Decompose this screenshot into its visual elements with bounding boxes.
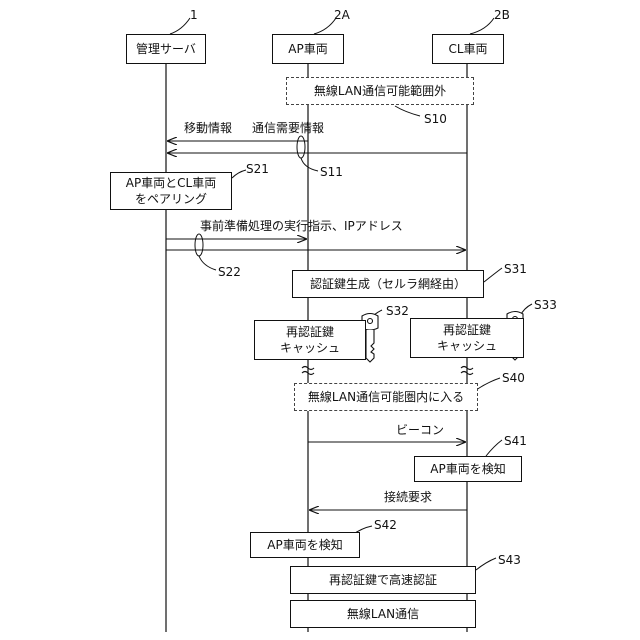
s43-step-id: S43: [498, 553, 521, 567]
ref-leader-1: [170, 18, 190, 34]
s21-step-id: S21: [246, 162, 269, 176]
s33-line2: キャッシュ: [437, 338, 497, 354]
cl-entity-box: CL車両: [432, 34, 504, 64]
s42-detect-box: AP車両を検知: [250, 532, 360, 558]
demand-info-label: 通信需要情報: [252, 121, 324, 135]
s41-text: AP車両を検知: [430, 461, 505, 477]
s31-key-generation-box: 認証鍵生成（セルラ網経由）: [292, 270, 484, 298]
s32-line1: 再認証鍵: [286, 324, 334, 340]
server-entity-label: 管理サーバ: [136, 41, 196, 57]
s21-line2: をペアリング: [135, 191, 207, 207]
ap-entity-label: AP車両: [288, 41, 327, 57]
s41-leader: [486, 440, 502, 456]
server-entity-box: 管理サーバ: [126, 34, 206, 64]
s10-out-of-range-box: 無線LAN通信可能範囲外: [286, 77, 474, 105]
ref-number-cl: 2B: [494, 8, 510, 22]
s41-detect-box: AP車両を検知: [414, 456, 522, 482]
s33-key-cache-box: 再認証鍵 キャッシュ: [410, 318, 524, 358]
s10-text: 無線LAN通信可能範囲外: [314, 83, 446, 99]
s10-leader: [395, 106, 420, 116]
ref-number-server: 1: [190, 8, 198, 22]
s21-leader: [232, 170, 246, 178]
s42-step-id: S42: [374, 518, 397, 532]
connect-request-label: 接続要求: [384, 490, 432, 504]
s22-bundle-mark: [195, 234, 203, 256]
s21-pairing-box: AP車両とCL車両 をペアリング: [110, 172, 232, 210]
s43-text: 再認証鍵で高速認証: [329, 572, 437, 588]
s43-leader: [476, 558, 496, 570]
s32-line2: キャッシュ: [280, 340, 340, 356]
s10-step-id: S10: [424, 112, 447, 126]
s32-step-id: S32: [386, 304, 409, 318]
s41-step-id: S41: [504, 434, 527, 448]
s31-text: 認証鍵生成（セルラ網経由）: [310, 276, 466, 292]
s11-leader: [301, 158, 318, 171]
ref-leader-2b: [470, 18, 494, 34]
s40-text: 無線LAN通信可能圏内に入る: [308, 389, 464, 405]
s22-step-id: S22: [218, 265, 241, 279]
s31-step-id: S31: [504, 262, 527, 276]
s31-leader: [484, 268, 502, 282]
ap-entity-box: AP車両: [272, 34, 344, 64]
cl-entity-label: CL車両: [448, 41, 487, 57]
beacon-label: ビーコン: [396, 423, 444, 437]
s40-step-id: S40: [502, 371, 525, 385]
wireless-lan-communication-box: 無線LAN通信: [290, 600, 476, 628]
ref-number-ap: 2A: [334, 8, 350, 22]
s43-fast-auth-box: 再認証鍵で高速認証: [290, 566, 476, 594]
s42-text: AP車両を検知: [267, 537, 342, 553]
s22-leader: [199, 256, 216, 270]
wireless-lan-text: 無線LAN通信: [347, 606, 419, 622]
prep-instruction-label: 事前準備処理の実行指示、IPアドレス: [200, 219, 403, 233]
ref-leader-2a: [314, 18, 336, 34]
s11-step-id: S11: [320, 165, 343, 179]
s40-in-range-box: 無線LAN通信可能圏内に入る: [294, 383, 478, 411]
s21-line1: AP車両とCL車両: [126, 175, 217, 191]
s33-step-id: S33: [534, 298, 557, 312]
s40-leader: [476, 378, 500, 390]
s33-line1: 再認証鍵: [443, 322, 491, 338]
move-info-label: 移動情報: [184, 121, 232, 135]
s11-bundle-mark: [297, 136, 305, 158]
s32-key-cache-box: 再認証鍵 キャッシュ: [254, 320, 366, 360]
wavy-mark: [302, 367, 473, 375]
